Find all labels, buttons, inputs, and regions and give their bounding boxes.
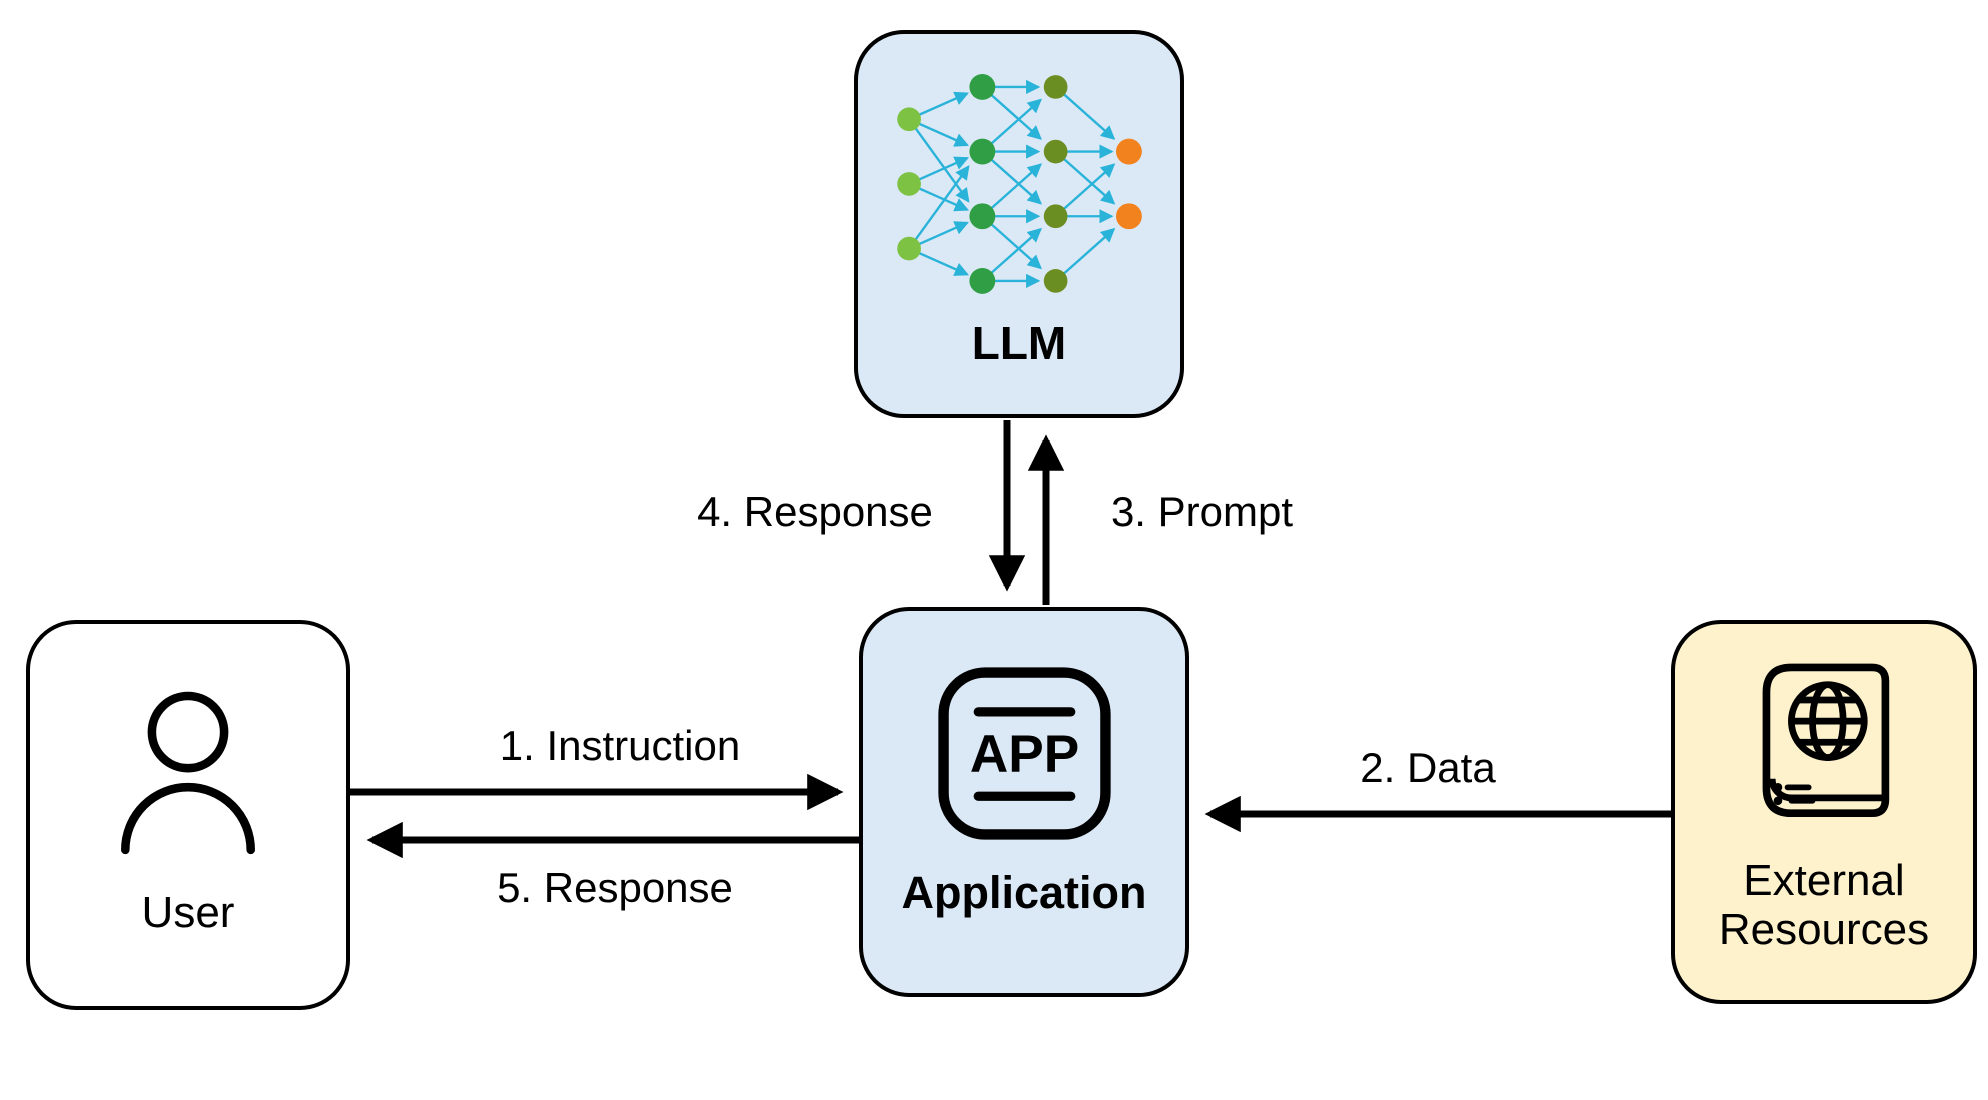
edge-instruction-label: 1. Instruction [499,722,741,769]
user-label: User [141,888,235,937]
llm-node: LLM [854,30,1184,418]
person-icon [121,691,255,855]
application-node: APP Application [859,607,1189,997]
book-globe-icon [1762,663,1890,818]
external-resources-label: External Resources [1718,856,1930,955]
application-label: Application [901,867,1147,918]
edge-prompt-label: 3. Prompt [1110,488,1294,535]
edge-response-llm-label: 4. Response [697,488,933,535]
user-node: User [26,620,350,1010]
edge-data-label: 2. Data [1360,744,1496,791]
neural-network-icon [897,74,1142,294]
app-squircle-icon: APP [937,667,1111,840]
app-icon-text: APP [969,725,1078,784]
llm-label: LLM [971,317,1067,369]
edge-response-user-label: 5. Response [497,864,733,911]
external-resources-node: External Resources [1671,620,1977,1004]
